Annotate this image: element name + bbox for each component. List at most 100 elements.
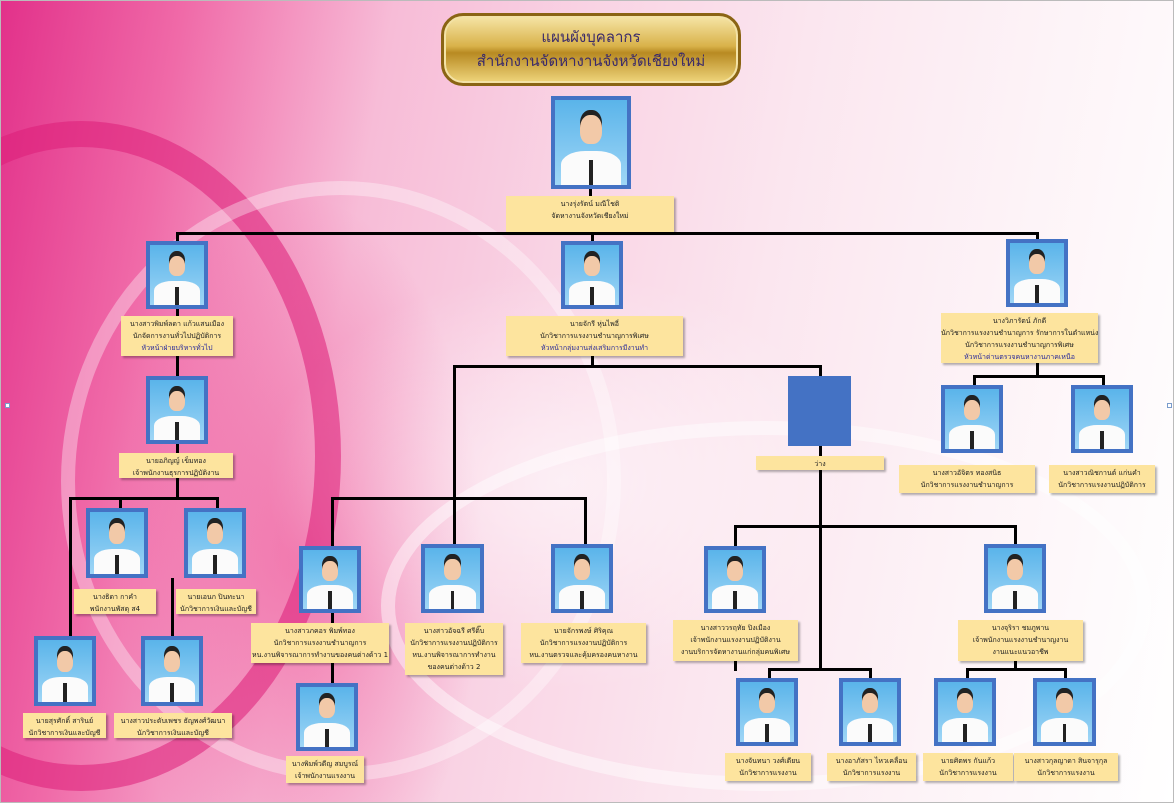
position-title: หน.งานพิจารณาการทำงานของคนต่างด้าว 1 xyxy=(251,651,389,659)
director-label: นางรุ่งรัตน์ มณีโชติจัดหางานจังหวัดเชียง… xyxy=(506,196,674,232)
portrait-tie xyxy=(115,555,119,574)
connector-line xyxy=(69,497,72,637)
portrait-tie xyxy=(588,159,594,185)
position-title: งานแนะแนวอาชีพ xyxy=(992,648,1049,656)
supply-photo xyxy=(86,508,148,578)
position-title: นักวิชาการแรงงานปฏิบัติการ xyxy=(410,639,498,647)
person-name: นายอภิญญ์ เข็มทอง xyxy=(146,457,206,465)
staff1-photo xyxy=(736,678,798,746)
connector-line xyxy=(591,232,594,242)
person-name: นายสุรศักดิ์ สารินย์ xyxy=(35,717,94,725)
checkpoint2-label: นางสาวณิชกานต์ แก่นคำนักวิชาการแรงงานปฏิ… xyxy=(1049,465,1155,493)
portrait-tie xyxy=(1035,285,1039,303)
connector-line xyxy=(734,525,1017,528)
person-name: นางพิมพ์วดีญ สมบูรณ์ xyxy=(291,760,359,768)
portrait-head xyxy=(726,560,744,581)
person-name: นายจักรพงษ์ ศิริคุณ xyxy=(553,627,614,635)
chart-subtitle: สำนักงานจัดหางานจังหวัดเชียงใหม่ xyxy=(476,52,706,70)
portrait-tie xyxy=(170,683,174,702)
portrait-head xyxy=(321,560,339,581)
position-title: งานบริการจัดหางานแก่กลุ่มคนพิเศษ xyxy=(680,648,791,656)
foreign2-label: นางสาวอัจฉรี ศรีติ๊บนักวิชาการแรงงานปฏิบ… xyxy=(405,623,503,675)
person-name: นางสาวอัจฉรี ศรีติ๊บ xyxy=(423,627,485,635)
portrait-head xyxy=(1056,692,1073,714)
position-title: นักวิชาการเงินและบัญชี xyxy=(180,605,252,613)
portrait-head xyxy=(580,115,602,145)
portrait-head xyxy=(1093,399,1111,421)
connector-line xyxy=(973,375,1104,378)
person-name: นางสาวภคอร พิมพ์ทอง xyxy=(285,627,355,635)
portrait-head xyxy=(168,255,186,277)
portrait-tie xyxy=(580,590,584,609)
person-name: นางอาภัสรา ไหวเคลื่อน xyxy=(835,757,908,765)
connector-line xyxy=(69,497,217,500)
portrait-tie xyxy=(63,683,67,702)
position-title: เจ้าพนักงานแรงงาน xyxy=(294,772,356,780)
checkpoint2-photo xyxy=(1071,385,1133,453)
connector-line xyxy=(176,232,1038,235)
position-title: หน.งานตรวจและคุ้มครองคนหางาน xyxy=(529,651,638,659)
position-title: นักวิชาการแรงงาน xyxy=(739,769,797,777)
finance2-label: นายสุรศักดิ์ สารินย์นักวิชาการเงินและบัญ… xyxy=(23,713,106,738)
role-subtitle: หัวหน้าฝ่ายบริหารทั่วไป xyxy=(141,344,213,352)
portrait-head xyxy=(444,558,461,580)
foreign1-label: นางสาวภคอร พิมพ์ทองนักวิชาการแรงงานชำนาญ… xyxy=(251,623,389,663)
connector-line xyxy=(734,661,737,671)
person-name: นางจุริรา ชมภูพาน xyxy=(991,624,1050,632)
connector-line xyxy=(331,497,585,500)
connector-line xyxy=(966,668,1066,671)
director-photo xyxy=(551,96,631,189)
special-label: นางสาววรฤทัย ปิงเมืองเจ้าพนักงานแรงงานปฏ… xyxy=(673,620,798,661)
portrait-tie xyxy=(963,724,967,742)
connector-line xyxy=(171,578,174,638)
person-name: นางจันทนา วงศ์เตียน xyxy=(735,757,801,765)
admin-clerk-photo xyxy=(146,376,208,444)
guidance-label: นางจุริรา ชมภูพานเจ้าพนักงานแรงงานชำนาญง… xyxy=(958,620,1083,661)
finance2-photo xyxy=(34,636,96,706)
portrait-tie xyxy=(733,591,737,609)
vacant-position-placeholder xyxy=(788,376,851,446)
connector-line xyxy=(119,497,122,509)
staff2-label: นางอาภัสรา ไหวเคลื่อนนักวิชาการแรงงาน xyxy=(827,753,916,781)
portrait-head xyxy=(573,558,591,580)
portrait-tie xyxy=(328,591,332,609)
position-title: นักวิชาการแรงงานชำนาญการ xyxy=(920,481,1014,489)
resize-handle[interactable] xyxy=(5,403,10,408)
role-subtitle: หัวหน้ากลุ่มงานส่งเสริมการมีงานทำ xyxy=(540,344,649,352)
position-title: เจ้าพนักงานแรงงานปฏิบัติงาน xyxy=(690,636,781,644)
person-name: นายจักรี หุ่นไพอี่ xyxy=(570,320,619,328)
portrait-head xyxy=(168,390,186,412)
connector-line xyxy=(216,497,219,509)
position-title: นักวิชาการเงินและบัญชี xyxy=(28,729,101,737)
chart-title-banner: แผนผังบุคลากร สำนักงานจัดหางานจังหวัดเชี… xyxy=(441,13,741,86)
person-name: นางธิดา กาคำ xyxy=(93,593,137,601)
person-name: นางสาวพิมพ์ลดา แก้วแสนเมือง xyxy=(130,320,224,328)
connector-line xyxy=(1014,525,1017,545)
connector-line xyxy=(1036,363,1039,377)
guidance-photo xyxy=(984,544,1046,613)
portrait-tie xyxy=(175,287,179,305)
portrait-head xyxy=(108,523,126,545)
checkpoint-head-photo xyxy=(1006,239,1068,307)
position-title: นักวิชาการแรงงาน xyxy=(939,769,997,777)
portrait-head xyxy=(56,651,74,673)
person-name: นางสาววรฤทัย ปิงเมือง xyxy=(700,624,771,632)
promo-head-label: นายจักรี หุ่นไพอี่นักวิชาการแรงงานชำนาญก… xyxy=(506,316,683,356)
position-title: พนักงานพัสดุ ส4 xyxy=(89,605,141,613)
finance1-label: นายเอนก ปินทะนานักวิชาการเงินและบัญชี xyxy=(176,589,256,614)
portrait-head xyxy=(861,692,879,714)
staff4-photo xyxy=(1033,678,1096,746)
connector-line xyxy=(869,668,872,680)
portrait-head xyxy=(758,692,776,714)
person-name: นางสาวกุลญาดา สินจารุกุล xyxy=(1024,757,1108,765)
admin-head-label: นางสาวพิมพ์ลดา แก้วแสนเมืองนักจัดการงานท… xyxy=(121,316,233,356)
position-title: นักวิชาการแรงงาน xyxy=(842,769,901,777)
resize-handle[interactable] xyxy=(1167,403,1172,408)
supply-label: นางธิดา กาคำพนักงานพัสดุ ส4 xyxy=(74,589,156,614)
portrait-head xyxy=(206,523,224,545)
checkpoint1-photo xyxy=(941,385,1003,453)
connector-line xyxy=(768,668,871,671)
position-title: นักวิชาการแรงงาน xyxy=(1037,769,1095,777)
foreign2-photo xyxy=(421,544,484,613)
person-name: นางสาวอัจิตร ทองสนิธ xyxy=(932,469,1002,477)
